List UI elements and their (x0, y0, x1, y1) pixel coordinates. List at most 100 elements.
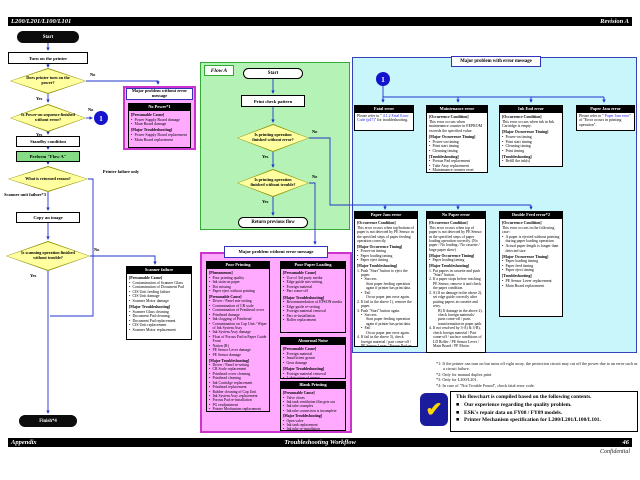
line-text: Main Board replacement (505, 283, 545, 288)
text-line: •Scanner Motor damage (129, 299, 189, 304)
section-title: [Occurrence Condition] (357, 221, 396, 226)
section-text: This error occurs when ink in Ink Cartri… (502, 119, 555, 129)
line-text: Foreign material removal (286, 309, 327, 314)
text-line: •Paper eject timing (502, 268, 560, 273)
fatal-error-body: Please refer to " 4.1.2 Fatal Error Code… (355, 113, 413, 124)
line-text: Recommendation of EPSON media (286, 300, 342, 305)
section-title: [Major Troubleshooting] (283, 295, 325, 300)
paper-jam-error-link[interactable]: Paper Jam error (604, 113, 630, 118)
text-line: •Porous Pad re-installation (209, 398, 267, 402)
fatal-error-header: Fatal error (355, 106, 413, 113)
start-terminator: Start (17, 31, 79, 43)
perform-flow-a-step: Perform "Flow A" (16, 151, 80, 162)
text-line: *4: In case of "Not Trouble Found", chec… (436, 382, 535, 388)
no-power-header: No Power*1 (129, 104, 190, 111)
bullet: • (209, 402, 211, 407)
line-text: Paper loading timing (432, 258, 465, 263)
text-line: •Ink tube crumples (283, 404, 343, 408)
return-previous-flow: Return previous flow (238, 217, 308, 228)
section-title: [Occurrence Condition] (502, 115, 542, 120)
bullet: • (283, 427, 285, 431)
text-line: •Actual paper length is longer than dete… (502, 244, 560, 253)
text-line: •Power-on timing (502, 135, 560, 140)
bullet: • (209, 275, 211, 280)
text-line: *3: Only for L200/L201. (436, 377, 478, 383)
line-text: Paper loading timing (360, 253, 393, 258)
bullet: • (283, 399, 285, 404)
section-title: [Major Troubleshooting] (209, 358, 250, 363)
text-line: •Ink tank ventilation film gets out (283, 400, 343, 404)
compilation-note-box: This flowchart is compiled based on the … (450, 391, 638, 432)
text-line: •Valve closes (283, 396, 343, 400)
line-text: Paper feed timing (505, 263, 534, 268)
text-line: •Edge guide re-setting (283, 305, 343, 310)
text-line: •Paper feed timing (502, 264, 560, 269)
yes-label: Yes (36, 132, 43, 137)
bullet: • (283, 304, 285, 309)
section-title: [Presumable Cause] (129, 276, 163, 281)
scanner-failure-header: Scanner failure (127, 267, 191, 274)
decision-print-error: Is printing operation finished without e… (237, 124, 309, 152)
line-text: Power-on timing (360, 249, 387, 254)
without-error-title-text: Major problem without error message (238, 249, 314, 255)
poor-paper-loading-header: Poor Paper Loading (281, 262, 345, 269)
text-line: •Scanner Motor replacement (129, 328, 189, 333)
decision-returned-reason-label: What is returned reason? (25, 175, 71, 181)
line-text: Our experience regarding the quality pro… (464, 401, 572, 408)
fatal-error-code-link[interactable]: 4.1.2 Fatal Error Code (p47) (357, 113, 409, 123)
section-title: [Phenomenon] (209, 271, 233, 276)
bullet: • (129, 280, 131, 285)
text-line: •Paper loading timing (357, 254, 415, 258)
bullet: • (283, 275, 285, 280)
bullet: • (283, 423, 285, 428)
text-line: •Ink clogging of Printhead (209, 317, 267, 321)
line-text: Driver / Panel re-setting (212, 362, 250, 367)
turn-on-label: Turn on the printer (28, 55, 68, 61)
section-text: This error occurs when top/bottom of pap… (357, 225, 414, 243)
section-title: [Major Troubleshooting] (283, 414, 322, 419)
line-text: Actual paper length is longer than detec… (505, 244, 559, 253)
bullet: • (209, 367, 211, 372)
text-line: •Contamination of CR scale (209, 304, 267, 308)
no-paper-error-body: [Occurrence Condition]This error occurs … (427, 219, 485, 350)
text-line: 4. If not resolved by 3-A) & 3-B), check… (429, 326, 482, 349)
line-text: Fail (364, 326, 371, 331)
turn-on-printer-step: Turn on the printer (8, 52, 88, 64)
double-feed-error-header: Double Feed error*2 (500, 212, 562, 219)
no-power-infobox: No Power*1 [Presumable Cause]•Power Supp… (128, 103, 191, 148)
decision-print-trouble-label: Is printing operation finished without t… (250, 177, 296, 187)
line-text: Printhead cleaning (212, 376, 241, 381)
standby-label: Standby condition (30, 139, 66, 144)
text-line: •CIS Unit feeding failure (129, 290, 189, 295)
footer-chapter: Troubleshooting Workflow (284, 439, 356, 446)
bullet: • (502, 134, 504, 139)
poor-printing-header: Poor Printing (207, 262, 269, 269)
line-text: Ink stain on paper (212, 280, 240, 285)
text-line: •Printhead damage (209, 313, 267, 317)
text-line: 4. If fail in the above 3), check foreig… (357, 335, 412, 347)
bullet: • (129, 299, 131, 304)
maintenance-error-infobox: Maintenance error [Occurrence Condition]… (426, 105, 488, 173)
text-line: •PE Sensor Lever replacement (502, 279, 560, 284)
connector-1-right: 1 (376, 72, 390, 86)
bullet: • (209, 284, 211, 289)
text-line: •Printer Mechanism replacement (209, 407, 267, 411)
with-error-title-text: Major problem with error message (460, 58, 532, 64)
bullet: • (429, 258, 431, 263)
line-text: Printer Mechanism specification for L200… (464, 417, 601, 424)
header-revision: Revision A (600, 18, 629, 25)
text-line: •Scanner Glass cleaning (129, 310, 189, 315)
bullet: • (283, 404, 285, 409)
line-text: Contamination on Cap Unit / Wiper of Ink… (212, 321, 267, 330)
copy-image-label: Copy an image (33, 215, 63, 220)
bullet: • (209, 299, 211, 304)
connector-1-left: 1 (94, 111, 108, 125)
line-text: Ink System Assy damage (212, 330, 251, 335)
line-text: Roller replacement (286, 318, 317, 323)
page-footer-bar: Appendix Troubleshooting Workflow 46 (8, 438, 632, 447)
bullet: • (209, 371, 211, 376)
connector-1-number: 1 (381, 74, 385, 84)
text-line: •Rubber cleaning of Cap Unit (209, 390, 267, 394)
maintenance-error-header: Maintenance error (427, 106, 487, 113)
